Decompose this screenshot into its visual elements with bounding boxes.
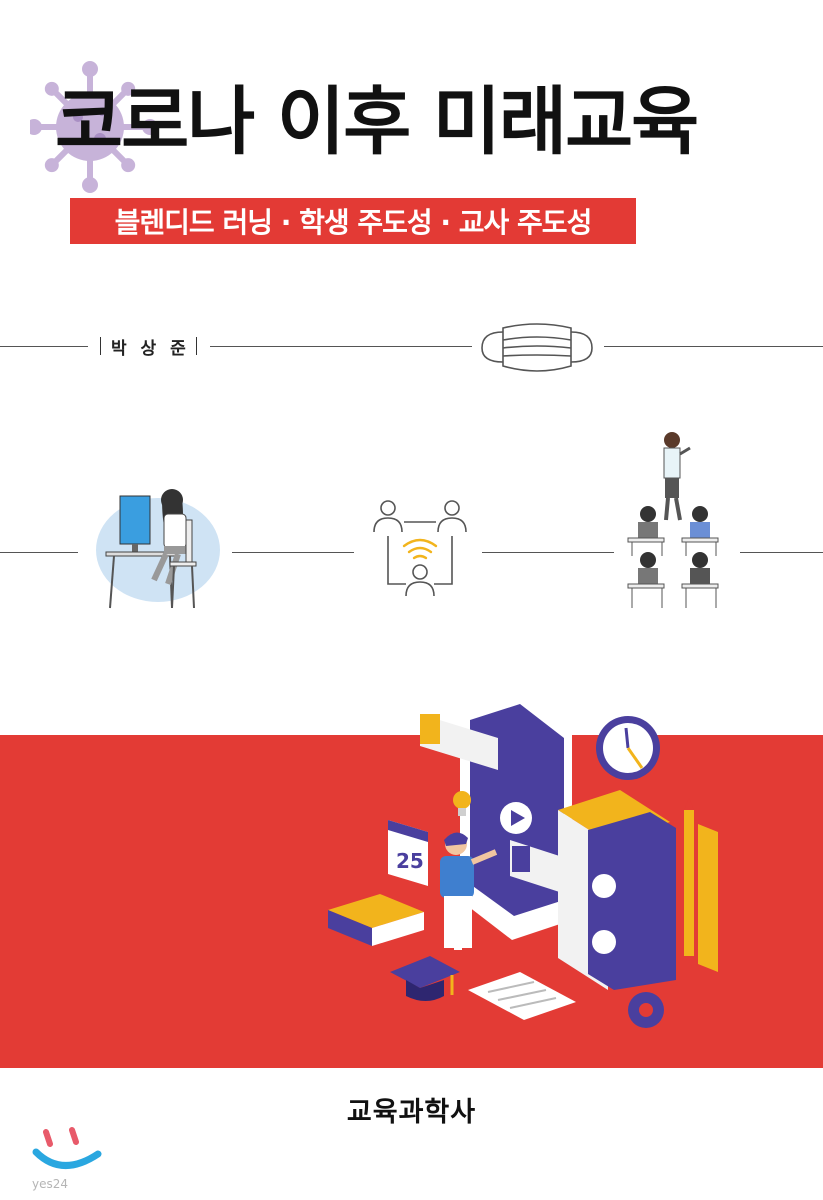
divider-line — [210, 346, 472, 347]
logo-text: yes24 — [32, 1177, 68, 1191]
publisher-name: 교육과학사 — [346, 1097, 477, 1128]
divider-bar — [100, 337, 101, 355]
digital-education-isometric-illustration: 25 — [328, 690, 718, 1028]
face-mask-icon — [481, 323, 593, 372]
subtitle-banner: 블렌디드 러닝 · 학생 주도성 · 교사 주도성 — [70, 198, 636, 244]
divider-line — [232, 552, 354, 553]
author-name: 박 상 준 — [111, 338, 190, 359]
divider-bar — [195, 337, 197, 355]
author-block: 박 상 준 — [100, 333, 197, 359]
book-title: 코로나 이후 미래교육 — [55, 79, 699, 165]
divider-line — [0, 552, 78, 553]
svg-text:25: 25 — [396, 849, 424, 873]
divider-line — [604, 346, 823, 347]
divider-line — [482, 552, 614, 553]
teacher-and-students-illustration — [627, 432, 719, 608]
divider-line — [0, 346, 88, 347]
smiley-logo-icon: yes24 — [32, 1127, 102, 1191]
divider-line — [740, 552, 823, 553]
book-subtitle: 블렌디드 러닝 · 학생 주도성 · 교사 주도성 — [114, 206, 593, 239]
connected-people-wifi-icon — [373, 500, 467, 597]
student-at-computer-illustration — [96, 489, 220, 609]
virus-icon — [30, 61, 158, 193]
